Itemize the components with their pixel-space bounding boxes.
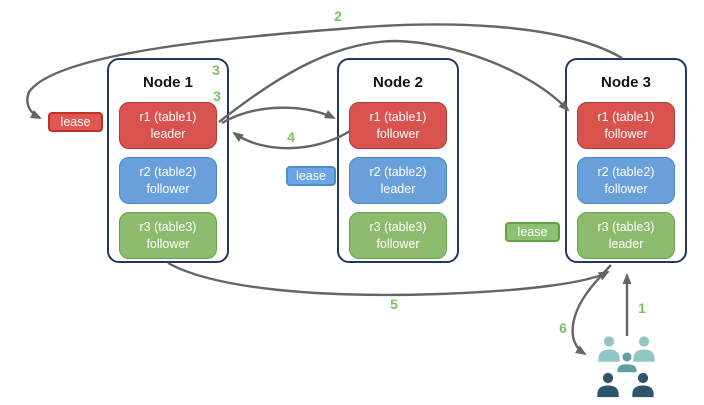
node-2: Node 2 r1 (table1) follower r2 (table2) … xyxy=(337,58,459,263)
step-label-1: 1 xyxy=(638,300,646,316)
step-label-4: 4 xyxy=(287,129,295,145)
user-back-left xyxy=(596,334,622,364)
replica-role: leader xyxy=(150,126,186,141)
replica-role: follower xyxy=(146,181,190,196)
replica-role: follower xyxy=(146,236,190,251)
user-front-right xyxy=(630,371,656,399)
node-3-replica-r1: r1 (table1) follower xyxy=(577,102,675,149)
replica-role: leader xyxy=(380,181,416,196)
node-3-replica-r2: r2 (table2) follower xyxy=(577,157,675,204)
node-3-title: Node 3 xyxy=(600,74,651,91)
replica-range: r1 (table1) xyxy=(369,110,427,125)
node-3-replica-r3: r3 (table3) leader xyxy=(577,212,675,259)
node-1-replica-r3: r3 (table3) follower xyxy=(119,212,217,259)
arrow-step-3-to-node2 xyxy=(221,106,336,125)
step-label-2: 2 xyxy=(334,8,342,24)
replica-range: r2 (table2) xyxy=(597,165,655,180)
node-1-replica-r2: r2 (table2) follower xyxy=(119,157,217,204)
replica-role: follower xyxy=(376,236,420,251)
users-icon xyxy=(595,334,657,399)
replica-range: r1 (table1) xyxy=(597,110,655,125)
node-3: Node 3 r1 (table1) follower r2 (table2) … xyxy=(565,58,687,263)
user-back-right xyxy=(631,334,657,364)
replica-role: follower xyxy=(604,126,648,141)
replica-range: r1 (table1) xyxy=(139,110,197,125)
node-2-title: Node 2 xyxy=(372,74,423,91)
replica-range: r3 (table3) xyxy=(369,220,427,235)
arrow-step-5 xyxy=(167,261,610,297)
step-label-6: 6 xyxy=(559,320,567,336)
replica-range: r3 (table3) xyxy=(597,220,655,235)
user-middle xyxy=(616,351,638,374)
replica-role: follower xyxy=(604,181,648,196)
replica-role: follower xyxy=(376,126,420,141)
step-label-3b: 3 xyxy=(213,88,221,104)
node-1-replica-r1: r1 (table1) leader xyxy=(119,102,217,149)
replica-range: r2 (table2) xyxy=(369,165,427,180)
replica-range: r3 (table3) xyxy=(139,220,197,235)
lease-badge-r3: lease xyxy=(505,222,560,242)
user-front-left xyxy=(595,371,621,399)
node-2-replica-r2: r2 (table2) leader xyxy=(349,157,447,204)
lease-badge-r2: lease xyxy=(286,166,336,186)
replica-range: r2 (table2) xyxy=(139,165,197,180)
step-label-5: 5 xyxy=(390,296,398,312)
replica-role: leader xyxy=(608,236,644,251)
step-label-3a: 3 xyxy=(212,62,220,78)
node-2-replica-r1: r1 (table1) follower xyxy=(349,102,447,149)
lease-badge-r1: lease xyxy=(48,112,103,132)
node-2-replica-r3: r3 (table3) follower xyxy=(349,212,447,259)
